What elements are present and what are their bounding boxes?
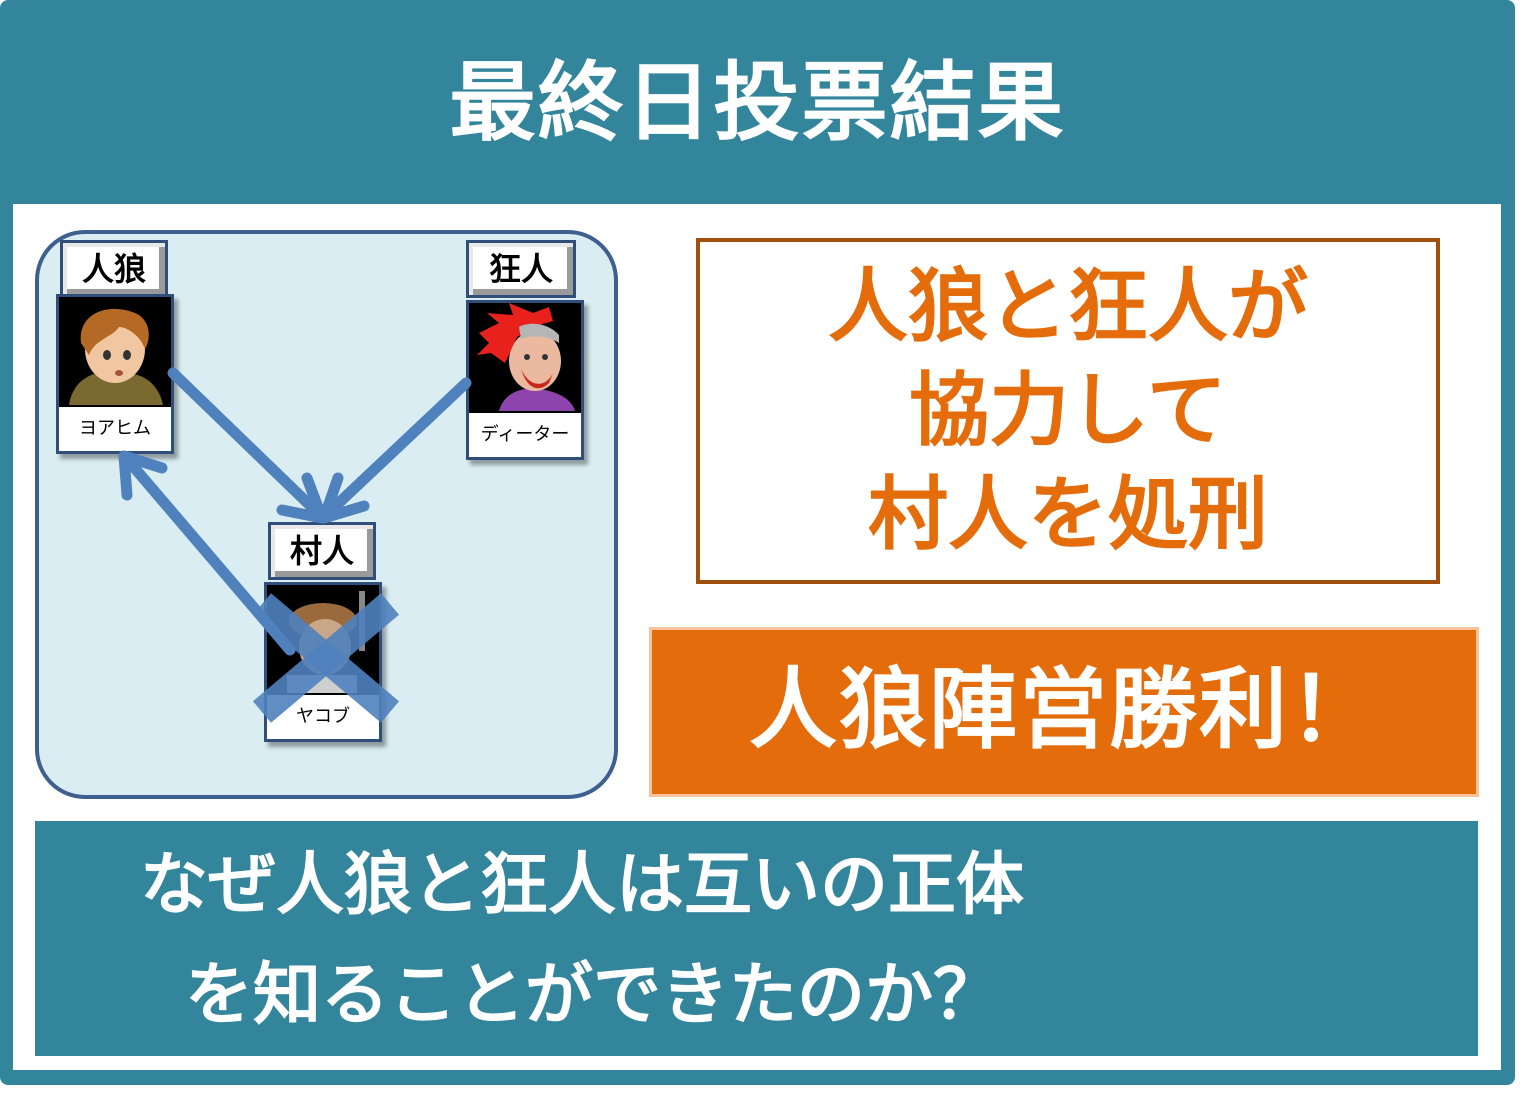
page-title: 最終日投票結果	[449, 53, 1066, 153]
summary-box: 人狼と狂人が 協力して 村人を処刑	[696, 238, 1440, 584]
role-tag: 人狼	[60, 240, 168, 298]
portrait-frame: ヨアヒム	[56, 294, 174, 454]
question-line: なぜ人狼と狂人は互いの正体	[140, 846, 1025, 925]
character-name: ディーター	[469, 413, 581, 457]
summary-line: 人狼と狂人が	[828, 260, 1308, 353]
portrait-frame: ヤコブ	[264, 582, 382, 742]
slide-frame: 最終日投票結果 人狼と狂人が 協力して 村人を処刑 人狼陣営勝利！ なぜ人狼と狂…	[0, 0, 1515, 1085]
question-banner: なぜ人狼と狂人は互いの正体 を知ることができたのか？	[35, 821, 1478, 1056]
red-haired-man-portrait	[469, 303, 581, 411]
character-name: ヤコブ	[267, 695, 379, 739]
role-tag: 村人	[268, 522, 376, 580]
character-name: ヨアヒム	[59, 407, 171, 451]
role-tag: 狂人	[466, 240, 576, 298]
question-line: を知ることができたのか？	[185, 956, 1002, 1035]
summary-line: 協力して	[909, 364, 1227, 457]
brown-haired-youth-portrait	[59, 297, 171, 405]
portrait-frame: ディーター	[466, 300, 584, 460]
content-area: 人狼と狂人が 協力して 村人を処刑 人狼陣営勝利！ なぜ人狼と狂人は互いの正体 …	[13, 204, 1501, 1070]
villager-portrait	[267, 585, 379, 693]
victory-banner: 人狼陣営勝利！	[649, 627, 1479, 797]
summary-line: 村人を処刑	[868, 468, 1268, 561]
